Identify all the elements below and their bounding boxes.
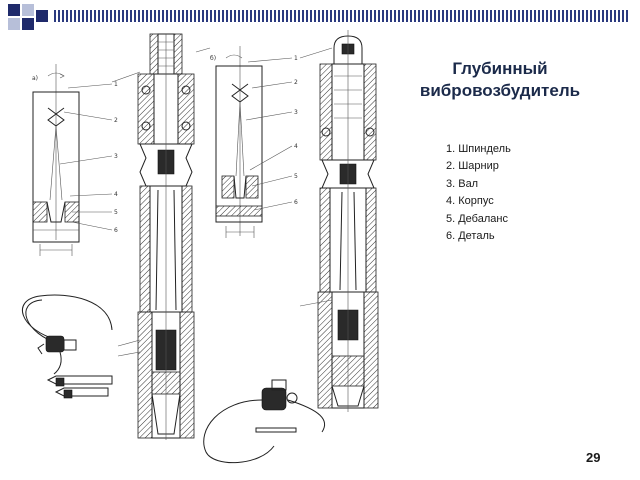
parts-list-item: 4. Корпус [446,195,494,208]
svg-text:4: 4 [114,191,118,198]
svg-text:5: 5 [294,173,298,180]
slide-title-line2: вибровозбудитель [419,81,581,100]
svg-text:3: 3 [294,109,298,116]
svg-text:6: 6 [294,199,298,206]
page-number: 29 [586,450,601,465]
decor-square [36,10,48,22]
svg-text:1: 1 [114,81,118,88]
svg-text:а): а) [32,75,38,82]
svg-text:б): б) [210,55,216,62]
cable-assembly-left [22,294,113,399]
decor-square [8,18,20,30]
svg-text:5: 5 [114,209,118,216]
svg-text:2: 2 [114,117,118,124]
parts-list-item: 2. Шарнир [446,160,499,173]
cable-assembly-right [203,379,326,464]
figure-a-schematic: а) 1 2 3 4 5 6 [32,64,118,256]
svg-text:3: 3 [114,153,118,160]
svg-text:1: 1 [294,55,298,62]
decor-square [22,4,34,16]
parts-list-item: 5. Дебаланс [446,212,508,225]
decor-square [8,4,20,16]
right-cross-section [299,30,379,412]
figure-b-schematic: б) 1 2 3 4 5 6 [210,46,298,238]
parts-list-item: 6. Деталь [446,230,495,243]
svg-text:2: 2 [294,79,298,86]
slide-title-line1: Глубинный [452,59,548,78]
svg-text:6: 6 [114,227,118,234]
parts-list: 1. Шпиндель 2. Шарнир 3. Вал 4. Корпус 5… [446,141,511,245]
parts-list-item: 1. Шпиндель [446,143,511,155]
parts-list-item: 3. Вал [446,177,479,190]
main-cross-section [111,33,211,440]
svg-text:4: 4 [294,143,298,150]
slide-title: Глубинный вибровозбудитель [400,58,600,102]
header-stripe-bar [54,10,630,22]
decor-square [22,18,34,30]
